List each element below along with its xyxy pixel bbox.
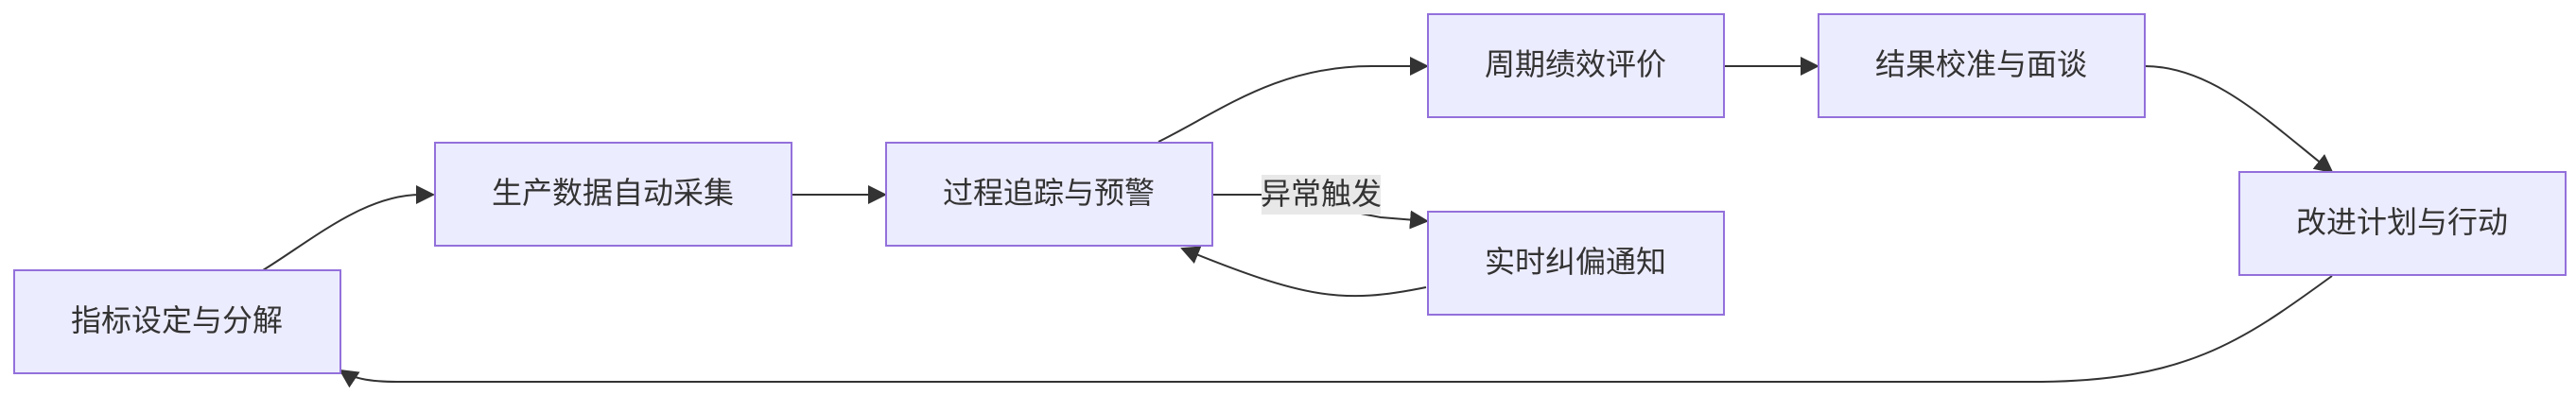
edge-line (262, 185, 435, 271)
node-realtime-correction[interactable]: 实时纠偏通知 (1427, 211, 1725, 316)
node-box (1427, 13, 1725, 118)
edge-line (1180, 246, 1427, 298)
edge-realtime-correction-to-tracking (1180, 246, 1427, 298)
node-label: 过程追踪与预警 (943, 175, 1155, 211)
node-box (13, 269, 341, 374)
node-periodic-evaluation[interactable]: 周期绩效评价 (1427, 13, 1725, 118)
node-label: 结果校准与面谈 (1875, 46, 2087, 82)
edge-label-text: 异常触发 (1261, 176, 1382, 212)
node-box (2238, 171, 2567, 276)
node-label: 改进计划与行动 (2296, 204, 2508, 240)
edge-improvement-plan-to-target-setting (339, 275, 2333, 388)
node-data-collection[interactable]: 生产数据自动采集 (434, 142, 792, 247)
node-label: 周期绩效评价 (1485, 46, 1666, 82)
edge-line (2144, 65, 2334, 174)
node-improvement-plan[interactable]: 改进计划与行动 (2238, 171, 2567, 276)
edge-label-anomaly-trigger: 异常触发 (1261, 175, 1382, 215)
node-box (1818, 13, 2146, 118)
node-box (434, 142, 792, 247)
node-process-tracking[interactable]: 过程追踪与预警 (885, 142, 1213, 247)
edge-calibration-to-improvement-plan (2144, 65, 2334, 174)
node-label: 实时纠偏通知 (1485, 244, 1666, 280)
node-label: 生产数据自动采集 (492, 175, 734, 211)
edge-target-setting-to-data-collection (262, 185, 435, 271)
edge-line (339, 275, 2333, 388)
node-target-setting[interactable]: 指标设定与分解 (13, 269, 341, 374)
node-label: 指标设定与分解 (71, 302, 283, 338)
node-box (1427, 211, 1725, 316)
edge-tracking-to-periodic-evaluation (1157, 57, 1429, 143)
node-box (885, 142, 1213, 247)
edge-line (1157, 57, 1429, 143)
node-result-calibration[interactable]: 结果校准与面谈 (1818, 13, 2146, 118)
edge-label-background (1262, 175, 1381, 215)
